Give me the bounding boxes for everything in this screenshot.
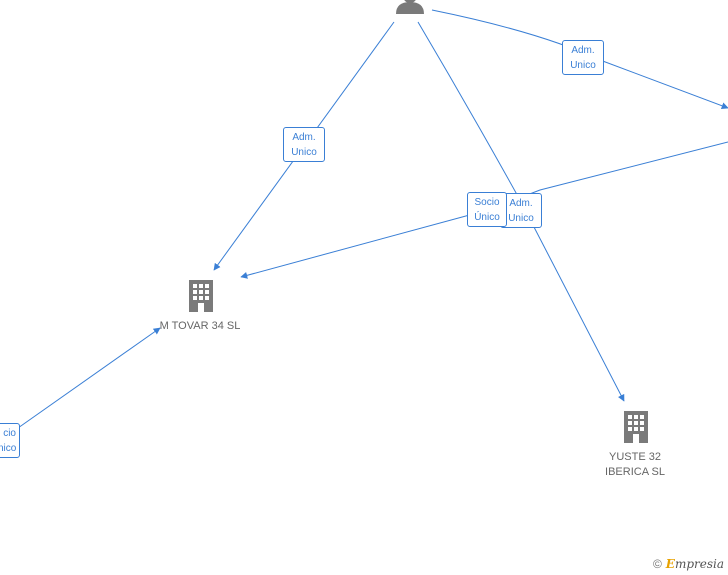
empresia-logo-initial: E [665, 557, 675, 571]
edge-label-adm-center[interactable]: Adm. Unico [500, 193, 542, 228]
edge-label-bottom-left-line2: nico [0, 443, 17, 454]
empresia-logo: Empresia [666, 557, 724, 571]
edge-label-adm-center-line1: Adm. [509, 198, 533, 209]
edge-label-top-right-line1: Adm. [571, 45, 595, 56]
edge-label-socio-center-line1: Socio [474, 197, 500, 208]
edge-label-adm-center-line2: Unico [508, 213, 534, 224]
edge-label-upper-left-line2: Unico [291, 147, 317, 158]
yuste-node-label[interactable]: YUSTE 32 IBERICA SL [585, 450, 685, 480]
yuste-name-line1: YUSTE 32 [609, 451, 661, 463]
edge-person-to-yuste [417, 21, 625, 402]
m-tovar-name: M TOVAR 34 SL [159, 320, 241, 332]
edge-label-top-right[interactable]: Adm. Unico [562, 40, 604, 75]
edge-label-bottom-left-line1: cio [3, 428, 16, 439]
edge-label-socio-center[interactable]: Socio Único [467, 192, 507, 227]
edge-label-top-right-line2: Unico [570, 60, 596, 71]
yuste-building-icon[interactable] [621, 410, 651, 444]
person-node-icon[interactable] [396, 0, 424, 14]
edge-label-upper-left-line1: Adm. [292, 132, 316, 143]
copyright-symbol: © [652, 557, 662, 571]
edge-label-bottom-left[interactable]: cio nico [0, 423, 20, 458]
empresia-logo-rest: mpresia [674, 557, 724, 571]
edge-label-socio-center-line2: Único [474, 212, 500, 223]
m-tovar-building-icon[interactable] [186, 279, 216, 313]
edge-label-upper-left[interactable]: Adm. Unico [283, 127, 325, 162]
edge-left-to-m-tovar [17, 327, 161, 429]
m-tovar-node-label[interactable]: M TOVAR 34 SL [150, 319, 250, 334]
empresia-watermark: © Empresia [653, 557, 724, 571]
yuste-name-line2: IBERICA SL [605, 466, 665, 478]
